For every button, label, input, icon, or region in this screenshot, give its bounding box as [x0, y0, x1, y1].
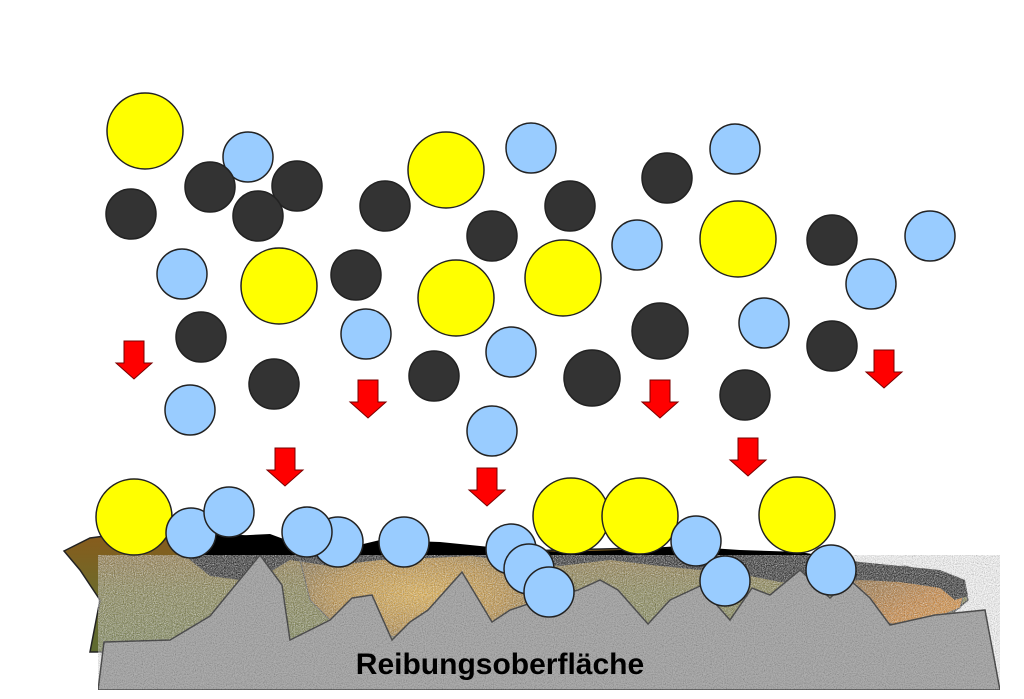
particle-blue — [699, 555, 751, 607]
particle-dark — [248, 358, 300, 410]
particle-blue — [378, 516, 430, 568]
particle-dark — [806, 214, 858, 266]
particle-dark — [271, 160, 323, 212]
particle-yellow — [240, 247, 318, 325]
particle-yellow — [758, 476, 836, 554]
particle-dark — [544, 180, 596, 232]
particle-blue — [523, 566, 575, 618]
particle-yellow — [417, 259, 495, 337]
particle-yellow — [524, 239, 602, 317]
particle-yellow — [699, 200, 777, 278]
particle-blue — [466, 405, 518, 457]
particle-blue — [904, 210, 956, 262]
particle-dark — [184, 161, 236, 213]
arrows — [114, 340, 904, 507]
particle-dark — [359, 180, 411, 232]
particle-yellow — [601, 477, 679, 555]
down-arrow-icon — [265, 447, 305, 487]
particle-blue — [222, 131, 274, 183]
particle-dark — [232, 190, 284, 242]
particle-yellow — [532, 477, 610, 555]
particle-dark — [641, 152, 693, 204]
particle-blue — [203, 486, 255, 538]
particle-blue — [281, 506, 333, 558]
particle-blue — [709, 123, 761, 175]
particle-blue — [164, 384, 216, 436]
down-arrow-icon — [348, 379, 388, 419]
particle-dark — [408, 350, 460, 402]
particle-blue — [805, 544, 857, 596]
particle-blue — [485, 326, 537, 378]
particle-dark — [105, 188, 157, 240]
down-arrow-icon — [114, 340, 154, 380]
particle-dark — [466, 210, 518, 262]
particle-blue — [611, 219, 663, 271]
particle-blue — [340, 308, 392, 360]
down-arrow-icon — [728, 437, 768, 477]
film-dark-layer — [180, 528, 968, 600]
particle-blue — [505, 122, 557, 174]
down-arrow-icon — [864, 349, 904, 389]
friction-surface — [97, 553, 1001, 691]
particles — [95, 92, 956, 618]
particle-yellow — [407, 131, 485, 209]
down-arrow-icon — [467, 467, 507, 507]
particle-yellow — [106, 92, 184, 170]
particle-dark — [330, 249, 382, 301]
particle-blue — [156, 248, 208, 300]
particle-dark — [719, 369, 771, 421]
down-arrow-icon — [640, 379, 680, 419]
particle-dark — [631, 302, 689, 360]
particle-blue — [845, 258, 897, 310]
particle-blue — [670, 515, 722, 567]
surface-label: Reibungsoberfläche — [355, 648, 645, 681]
particle-blue — [738, 297, 790, 349]
particle-dark — [806, 320, 858, 372]
particle-dark — [175, 311, 227, 363]
particle-yellow — [95, 478, 173, 556]
particle-dark — [563, 349, 621, 407]
